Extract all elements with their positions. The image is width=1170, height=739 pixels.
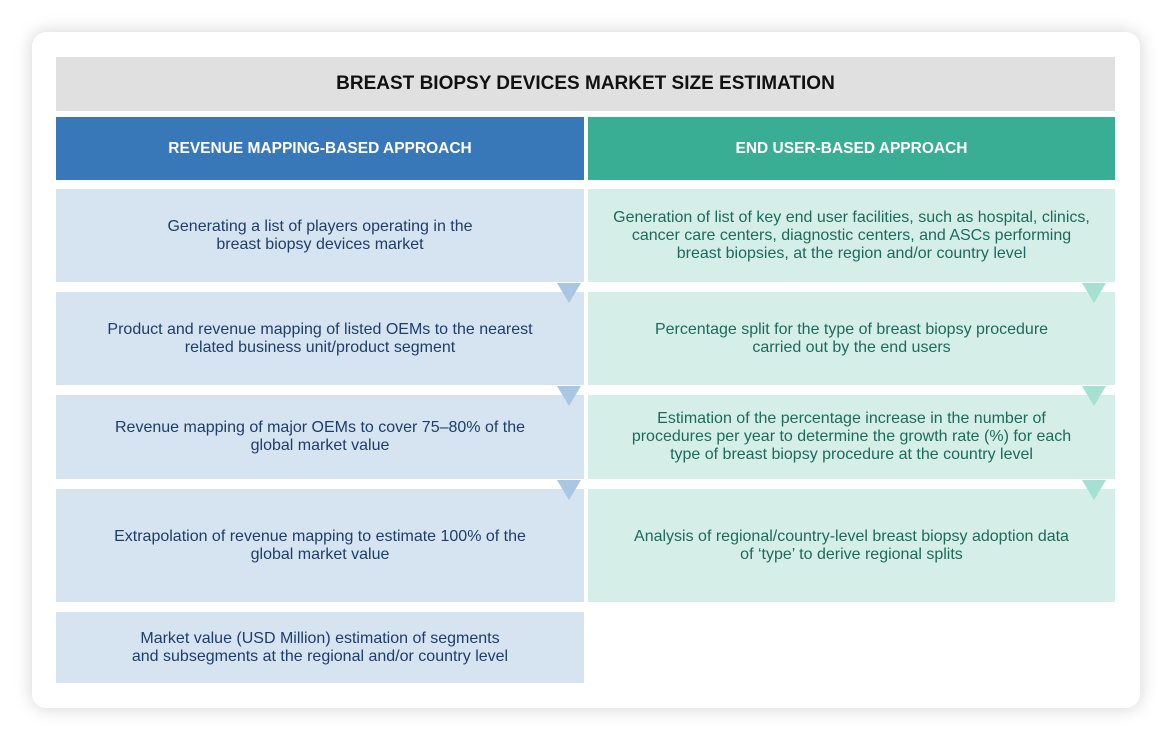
left-step-5: Market value (USD Million) estimation of… [56, 612, 584, 683]
arrow-down-icon [557, 386, 581, 406]
arrow-down-icon [557, 480, 581, 500]
right-step-4: Analysis of regional/country-level breas… [588, 489, 1115, 602]
left-step-1: Generating a list of players operating i… [56, 189, 584, 282]
right-step-3: Estimation of the percentage increase in… [588, 395, 1115, 479]
right-step-1: Generation of list of key end user facil… [588, 189, 1115, 282]
left-step-4: Extrapolation of revenue mapping to esti… [56, 489, 584, 602]
arrow-down-icon [557, 283, 581, 303]
arrow-down-icon [1082, 283, 1106, 303]
left-step-3: Revenue mapping of major OEMs to cover 7… [56, 395, 584, 479]
right-step-2: Percentage split for the type of breast … [588, 292, 1115, 385]
left-step-2: Product and revenue mapping of listed OE… [56, 292, 584, 385]
arrow-down-icon [1082, 386, 1106, 406]
arrow-down-icon [1082, 480, 1106, 500]
diagram-title: BREAST BIOPSY DEVICES MARKET SIZE ESTIMA… [56, 57, 1115, 111]
revenue-approach-header: REVENUE MAPPING-BASED APPROACH [56, 117, 584, 180]
end-user-approach-header: END USER-BASED APPROACH [588, 117, 1115, 180]
